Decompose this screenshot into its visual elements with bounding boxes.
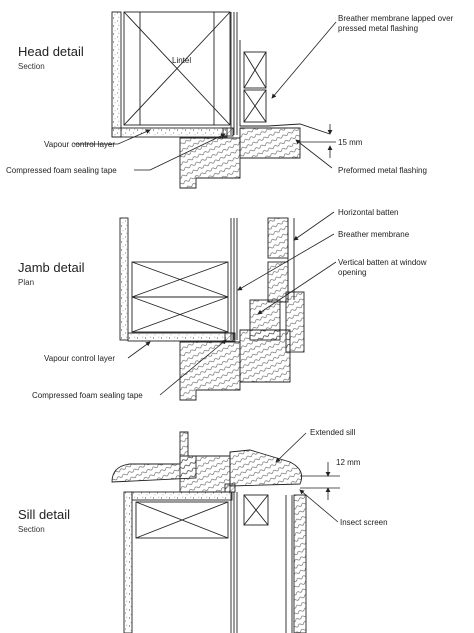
head-detail-title: Head detail	[18, 44, 84, 59]
sill-detail-title: Sill detail	[18, 507, 71, 522]
jamb-detail-subtitle: Plan	[18, 278, 35, 287]
head-detail-subtitle: Section	[18, 62, 45, 71]
sill-detail-subtitle: Section	[18, 525, 45, 534]
breather-membrane-jamb-label: Breather membrane	[338, 230, 410, 239]
gap-12mm-label: 12 mm	[336, 458, 361, 467]
vapour-control-head-label: Vapour control layer	[44, 140, 115, 149]
foam-tape-head-label: Compressed foam sealing tape	[6, 166, 117, 175]
vapour-control-jamb-label: Vapour control layer	[44, 354, 115, 363]
leader-lines	[74, 21, 340, 523]
gap-15mm-label: 15 mm	[338, 138, 363, 147]
foam-tape-jamb-label: Compressed foam sealing tape	[32, 391, 143, 400]
sill-detail-drawing	[111, 431, 307, 633]
lintel-label: Lintel	[172, 56, 192, 65]
insect-screen-label: Insect screen	[340, 518, 388, 527]
horizontal-batten-label: Horizontal batten	[338, 208, 399, 217]
jamb-detail-drawing	[119, 217, 305, 401]
jamb-detail-title: Jamb detail	[18, 260, 85, 275]
metal-flashing-label: Preformed metal flashing	[338, 166, 427, 175]
extended-sill-label: Extended sill	[310, 428, 356, 437]
head-detail-drawing	[111, 11, 331, 189]
